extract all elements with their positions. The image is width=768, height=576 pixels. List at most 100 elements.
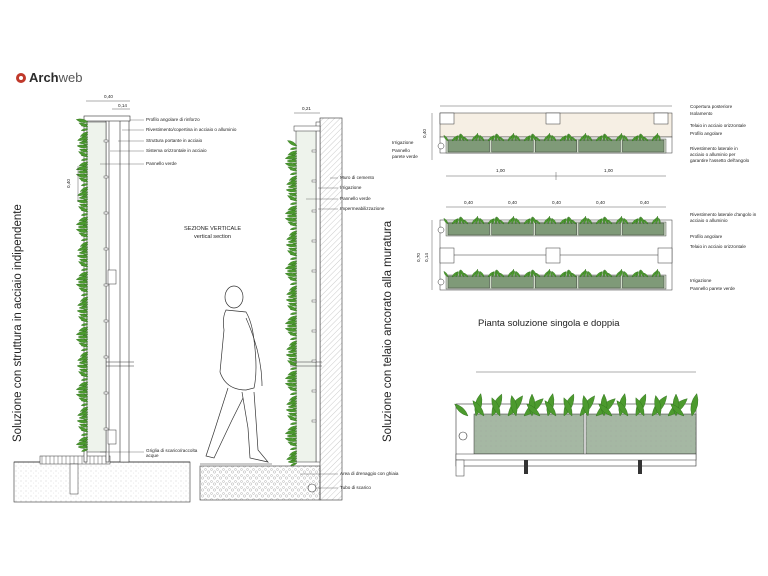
plant-leaf (563, 397, 573, 417)
plant-leaf (571, 219, 577, 225)
plant-leaf (583, 268, 587, 278)
panel-bracket (311, 269, 317, 273)
plant-leaf (527, 271, 531, 278)
plant-leaf (587, 271, 593, 278)
plant-leaf (79, 313, 89, 318)
dim-double-inner: 0,14 (424, 253, 429, 262)
plant-leaf (287, 184, 298, 188)
plant-leaf (563, 271, 567, 278)
plant-leaf (616, 400, 629, 417)
plant-leaf (535, 272, 541, 278)
label-left-5: Griglia di scarico/raccolta acque (146, 448, 198, 458)
plant-leaf (638, 216, 642, 225)
plant-leaf (479, 271, 485, 278)
plant-leaf (478, 134, 481, 142)
plan-panel (622, 222, 665, 236)
plant-leaf (287, 415, 298, 422)
plant-leaf (284, 437, 298, 442)
plant-leaf (458, 216, 462, 225)
plant-leaf (511, 132, 515, 142)
plant-leaf (532, 133, 537, 142)
plant-leaf (287, 404, 298, 408)
plant-leaf (286, 214, 298, 218)
plant-leaf (463, 219, 469, 225)
plant-leaf (494, 216, 498, 225)
plan-title: Pianta soluzione singola e doppia (478, 318, 620, 329)
plant-leaf (443, 135, 449, 142)
title-wall-frame: Soluzione con telaio ancorato alla murat… (382, 220, 394, 442)
plant-leaf (289, 392, 298, 396)
plant-leaf (602, 133, 606, 142)
plant-leaf (475, 132, 479, 142)
plant-leaf (568, 216, 573, 225)
plant-leaf (514, 134, 517, 142)
plan-panel (535, 275, 578, 289)
plant-leaf (76, 364, 89, 369)
plant-leaf (78, 397, 89, 403)
plant-leaf (631, 271, 639, 278)
plant-leaf (287, 441, 298, 447)
label-mid-4: Area di drenaggio con ghiaia (340, 471, 399, 476)
dim-double-2: 0,40 (552, 200, 561, 205)
plant-leaf (499, 136, 505, 142)
plant-leaf (491, 271, 495, 278)
plant-leaf (496, 269, 501, 278)
plant-leaf (587, 218, 593, 225)
section-caption-it: SEZIONE VERTICALE (184, 226, 242, 232)
label-mid-5: Tubo di scarico (340, 485, 371, 490)
plant-leaf (496, 216, 501, 225)
plant-leaf (460, 269, 465, 278)
plant-leaf (80, 323, 89, 326)
plant-leaf (607, 272, 613, 278)
label-double-right-2: Profilo angolare (690, 234, 723, 239)
plant-leaf (478, 217, 481, 225)
middle-section-drawing (199, 112, 343, 501)
plant-leaf (566, 269, 570, 278)
plan-panel (447, 222, 490, 236)
dim-single-a: 1,00 (496, 168, 505, 173)
plant-leaf (599, 218, 603, 225)
plant-leaf (287, 360, 298, 367)
plant-leaf (79, 258, 89, 263)
plant-leaf (76, 419, 89, 424)
plant-leaf (523, 271, 531, 278)
plant-leaf (289, 337, 298, 341)
plant-leaf (80, 213, 89, 216)
plant-leaf (289, 422, 298, 425)
plant-leaf (638, 269, 642, 278)
plant-leaf (81, 448, 89, 452)
plant-leaf (289, 172, 298, 176)
plant-leaf (526, 403, 541, 417)
plant-leaf (515, 218, 521, 225)
plant-leaf (523, 218, 531, 225)
plant-leaf (559, 218, 567, 225)
plant-leaf (80, 128, 89, 132)
plant-leaf (80, 158, 89, 161)
plant-leaf (494, 269, 498, 278)
plant-leaf (563, 135, 567, 142)
plan-panel (447, 139, 490, 153)
plant-leaf (535, 136, 541, 142)
plant-leaf (284, 265, 298, 270)
plant-leaf (595, 218, 603, 225)
plant-leaf (643, 219, 649, 225)
plant-leaf (76, 309, 89, 314)
plant-leaf (514, 270, 517, 278)
plant-leaf (287, 305, 298, 312)
plant-leaf (463, 272, 469, 278)
plant-leaf (78, 426, 89, 433)
plant-leaf (77, 225, 89, 229)
plant-leaf (511, 268, 515, 278)
plant-leaf (530, 216, 534, 225)
plant-leaf (619, 132, 623, 142)
plant-leaf (568, 269, 573, 278)
plant-leaf (478, 270, 481, 278)
panel-bracket (103, 355, 109, 359)
panel-bracket (311, 209, 317, 213)
plant-leaf (78, 316, 89, 323)
label-single-right-2: Telaio in acciaio orizzontale (690, 123, 746, 128)
plant-leaf (287, 294, 298, 298)
plant-leaf (602, 269, 606, 278)
plant-leaf (75, 166, 89, 171)
